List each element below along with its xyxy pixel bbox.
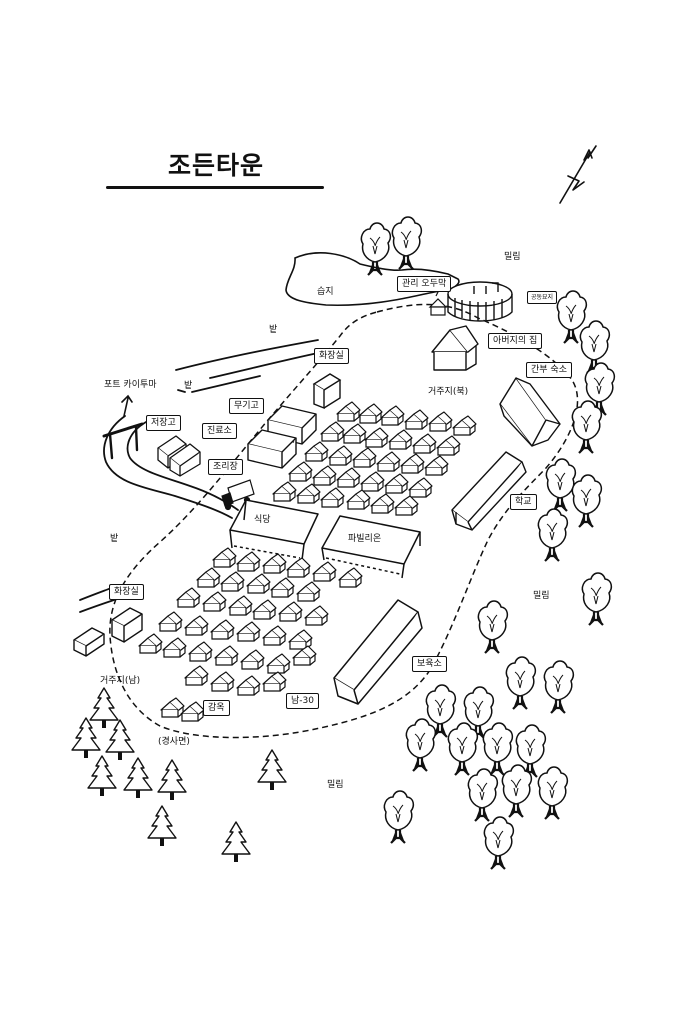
label-toilet-top: 화장실 [314,348,349,364]
map-title: 조든타운 [168,151,265,180]
fathers-house-drawing [431,325,479,371]
truck-icon [221,479,255,511]
label-pavilion: 파빌리온 [348,534,382,544]
label-jungle-bottom: 밀림 [327,780,344,790]
label-residence-north: 거주지(북) [428,387,469,397]
label-warehouse: 저장고 [146,415,181,431]
cafeteria-drawing [229,499,319,561]
label-kitchen: 조리장 [208,459,243,475]
warehouse-drawing [157,435,201,477]
prison-drawing [160,697,205,722]
toilet-bottom-drawing [73,607,143,657]
clinic-drawing [247,429,297,469]
label-cemetery: 공동묘지 [527,291,558,304]
school-drawing [451,451,527,531]
label-nursery: 보육소 [412,656,447,672]
toilet-top-drawing [312,373,342,410]
label-field-bottom-left: 밭 [110,534,119,544]
label-residence-south: 거주지(남) [100,676,141,686]
label-radio-room: 관리 오두막 [397,276,452,292]
label-field-left: 밭 [184,381,193,391]
label-jungle-right: 밀림 [533,591,550,601]
label-wetland: 습지 [317,287,334,297]
label-slope: (경사면) [158,737,190,747]
north-arrow-icon [559,145,597,204]
staff-quarters-drawing [499,377,561,447]
label-toilet-bottom: 화장실 [109,584,144,600]
label-jungle-top-right: 밀림 [504,252,521,262]
nursery-drawing [333,599,423,705]
label-south-30: 남-30 [286,693,319,709]
cemetery-drawing [447,281,513,322]
gate-icon [102,394,144,460]
label-field-top: 밭 [269,325,278,335]
label-clinic: 진료소 [202,423,237,439]
label-fathers-house: 아버지의 집 [488,333,543,349]
residence-south-huts [138,547,363,696]
pine-tree-icon [71,687,287,863]
label-staff-quarters: 간부 숙소 [526,362,572,378]
pavilion-drawing [321,515,421,579]
roads [79,339,319,613]
label-prison: 감옥 [203,700,230,716]
label-cafeteria: 식당 [254,515,271,525]
label-port-kaituma: 포트 카이투마 [104,380,157,390]
label-armory: 무기고 [229,398,264,414]
title-underline [106,186,324,189]
label-school: 학교 [510,494,537,510]
